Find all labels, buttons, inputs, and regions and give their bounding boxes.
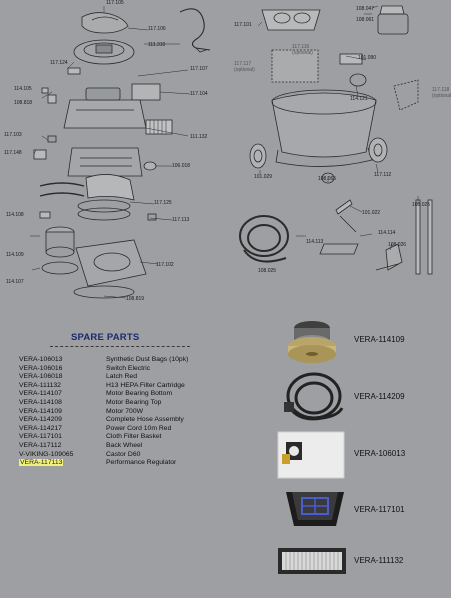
part-code: VERA-117112 bbox=[19, 441, 62, 449]
motor-photo-icon bbox=[288, 321, 336, 363]
filter-basket-photo-icon bbox=[286, 492, 344, 526]
hose-photo-label: VERA-114209 bbox=[354, 392, 405, 401]
callout-114-107: 114.107 bbox=[6, 279, 24, 285]
part-code: VERA-114107 bbox=[19, 390, 62, 398]
dust-bag-photo-label: VERA-106013 bbox=[354, 449, 406, 458]
callout-114-108: 114.108 bbox=[6, 212, 24, 218]
part-code: VERA-106016 bbox=[19, 364, 63, 372]
callout-108-047: 108.047 bbox=[356, 6, 375, 12]
part-description: H13 HEPA Filter Cartridge bbox=[106, 381, 185, 389]
part-description: Back Wheel bbox=[106, 441, 143, 449]
hepa-filter-photo-icon bbox=[278, 548, 346, 574]
callout-117-105: 117.105 bbox=[106, 0, 124, 6]
callout-117-125: 117.125 bbox=[154, 200, 172, 206]
hose-photo-icon bbox=[284, 372, 344, 421]
part-description: Motor 700W bbox=[106, 407, 144, 415]
callout-101-022: 101.022 bbox=[362, 210, 381, 216]
callout-117-113: 117.113 bbox=[172, 217, 190, 223]
part-description: Cloth Filter Basket bbox=[106, 433, 162, 441]
callout-117-124: 117.124 bbox=[50, 60, 68, 66]
part-code-highlighted[interactable]: VERA-117113 bbox=[19, 459, 64, 467]
part-description: Motor Bearing Bottom bbox=[106, 390, 173, 398]
callout-111-310: 111.310 bbox=[148, 42, 166, 48]
spare-parts-title: SPARE PARTS bbox=[71, 332, 140, 343]
callout-117-112: 117.112 bbox=[374, 172, 392, 178]
callout-117-102: 117.102 bbox=[156, 262, 174, 268]
callout-108-818: 108.818 bbox=[14, 100, 33, 106]
part-description: Castor D60 bbox=[106, 450, 141, 458]
callout-117-106: 117.106 bbox=[148, 26, 166, 32]
callout-114-121: 114.121 bbox=[350, 96, 368, 102]
part-code: VERA-114217 bbox=[19, 424, 62, 432]
spare-parts-divider bbox=[50, 346, 190, 347]
callout-117-117: 117.117 bbox=[234, 61, 252, 67]
part-description: Latch Red bbox=[106, 373, 137, 381]
callout-108-819: 108.819 bbox=[126, 296, 145, 302]
callout-106-018: 106.018 bbox=[172, 163, 191, 169]
callout-108-025-bottom: 108.025 bbox=[258, 268, 277, 274]
callout-108-065: 108.065 bbox=[318, 176, 337, 182]
callout-117-101: 117.101 bbox=[234, 22, 252, 28]
callout-117-103: 117.103 bbox=[4, 132, 22, 138]
callout-117-117-optional: (optional) bbox=[234, 67, 255, 73]
part-description: Switch Electric bbox=[106, 364, 151, 372]
callout-111-132: 111.132 bbox=[190, 134, 208, 140]
part-code: VERA-114108 bbox=[19, 398, 62, 406]
part-code: V-VIKING-109065 bbox=[19, 450, 74, 458]
part-code: VERA-111132 bbox=[19, 381, 61, 389]
exploded-view-diagram bbox=[30, 5, 433, 299]
callout-117-118-optional: (optional) bbox=[432, 93, 451, 99]
callout-114-109: 114.109 bbox=[6, 252, 24, 258]
part-code: VERA-106018 bbox=[19, 373, 63, 381]
part-description: Performance Regulator bbox=[106, 459, 177, 467]
part-code: VERA-106013 bbox=[19, 356, 63, 363]
callout-101-029: 101.029 bbox=[254, 174, 273, 180]
hepa-filter-photo-label: VERA-111132 bbox=[354, 556, 404, 565]
callout-117-104: 117.104 bbox=[190, 91, 208, 97]
callout-117-118: 117.118 bbox=[432, 87, 450, 93]
callout-117-116-optional: (optional) bbox=[292, 50, 313, 56]
part-code: VERA-114109 bbox=[19, 407, 62, 415]
part-description: Complete Hose Assembly bbox=[106, 416, 184, 424]
motor-photo-label: VERA-114109 bbox=[354, 335, 405, 344]
part-description: Synthetic Dust Bags (10pk) bbox=[106, 356, 189, 363]
callout-117-107: 117.107 bbox=[190, 66, 208, 72]
part-code: VERA-117101 bbox=[19, 433, 62, 441]
part-code: VERA-114209 bbox=[19, 416, 62, 424]
dust-bag-photo-icon bbox=[277, 431, 345, 479]
callout-117-148: 117.148 bbox=[4, 150, 22, 156]
callout-101-090: 101.090 bbox=[358, 55, 377, 61]
callout-108-025-top: 108.025 bbox=[412, 202, 431, 208]
callout-108-061: 108.061 bbox=[356, 17, 375, 23]
filter-basket-photo-label: VERA-117101 bbox=[354, 505, 405, 514]
part-description: Power Cord 10m Red bbox=[106, 424, 172, 432]
callout-117-116: 117.116 bbox=[292, 44, 310, 50]
callout-114-105: 114.105 bbox=[14, 86, 32, 92]
callout-114-113: 114.113 bbox=[306, 239, 324, 245]
part-description: Motor Bearing Top bbox=[106, 398, 162, 406]
callout-108-026: 108.026 bbox=[388, 242, 407, 248]
callout-114-114: 114.114 bbox=[378, 230, 396, 236]
